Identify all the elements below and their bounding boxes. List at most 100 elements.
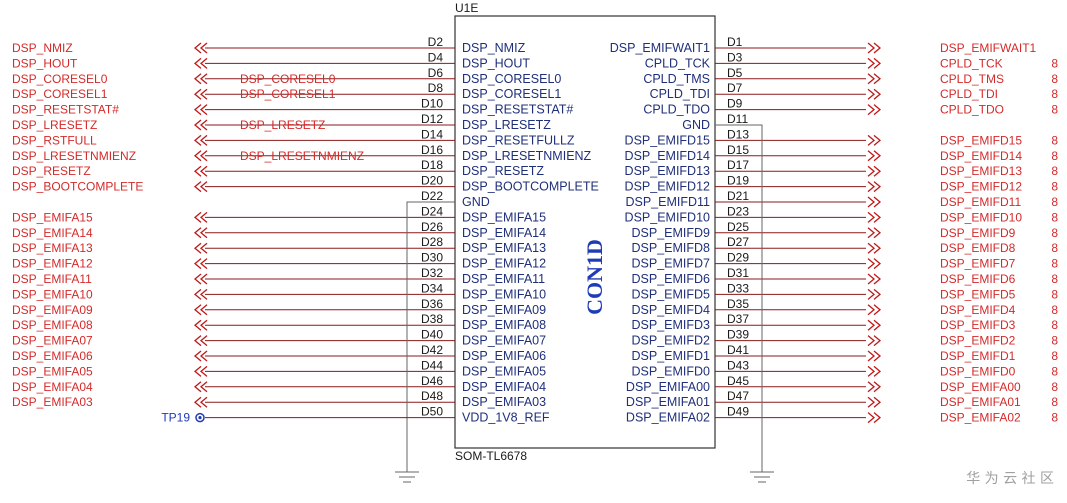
- offpage-connector: [867, 211, 882, 223]
- gnd-wire-left: [406, 201, 455, 472]
- net-label: DSP_EMIFA06: [12, 349, 93, 363]
- pin-number: D19: [727, 174, 749, 188]
- pin-number: D44: [421, 358, 443, 372]
- pin-name: DSP_EMIFA05: [462, 364, 546, 378]
- pin-number: D48: [421, 389, 443, 403]
- pin-number: D30: [421, 251, 443, 265]
- offpage-connector: [193, 73, 208, 85]
- pin-name: DSP_EMIFD3: [632, 318, 711, 332]
- net-label: DSP_EMIFD9: [940, 226, 1016, 240]
- sheet-ref: 8: [1051, 257, 1058, 271]
- pin-name: DSP_EMIFWAIT1: [610, 41, 710, 55]
- offpage-connector: [193, 134, 208, 146]
- offpage-connector: [193, 381, 208, 393]
- pin-number: D25: [727, 220, 749, 234]
- offpage-connector: [867, 73, 882, 85]
- offpage-connector: [193, 288, 208, 300]
- pin-name: DSP_EMIFD10: [625, 210, 710, 224]
- pin-number: D14: [421, 127, 443, 141]
- pin-number: D1: [727, 35, 743, 49]
- offpage-connector: [193, 42, 208, 54]
- net-label: DSP_EMIFD4: [940, 303, 1016, 317]
- pin-number: D11: [727, 112, 748, 126]
- pin-number: D18: [421, 158, 443, 172]
- net-label: DSP_EMIFA05: [12, 364, 93, 378]
- pin-number: D3: [727, 50, 743, 64]
- offpage-connector: [193, 396, 208, 408]
- pin-name: DSP_EMIFA14: [462, 226, 546, 240]
- net-label: DSP_EMIFA02: [940, 411, 1021, 425]
- net-alias-label: DSP_CORESEL0: [240, 72, 336, 86]
- net-label: DSP_EMIFD10: [940, 210, 1022, 224]
- offpage-connector: [193, 304, 208, 316]
- pin-number: D9: [727, 97, 743, 111]
- offpage-connector: [867, 288, 882, 300]
- offpage-connector: [193, 165, 208, 177]
- pin-number: D10: [421, 97, 443, 111]
- sheet-ref: 8: [1051, 380, 1058, 394]
- pin-number: D34: [421, 281, 443, 295]
- net-label: DSP_HOUT: [12, 56, 78, 70]
- sheet-ref: 8: [1051, 210, 1058, 224]
- net-label: DSP_EMIFA08: [12, 318, 93, 332]
- pin-number: D40: [421, 328, 443, 342]
- pin-name: DSP_CORESEL0: [462, 72, 561, 86]
- ground-symbol-left: [395, 471, 419, 483]
- net-label: DSP_EMIFA03: [12, 395, 93, 409]
- net-label: CPLD_TCK: [940, 56, 1003, 70]
- sheet-ref: 8: [1051, 395, 1058, 409]
- pin-name: DSP_EMIFA15: [462, 210, 546, 224]
- pin-name: VDD_1V8_REF: [462, 411, 550, 425]
- offpage-connector: [867, 181, 882, 193]
- offpage-connector: [193, 319, 208, 331]
- net-alias-label: DSP_LRESETZ: [240, 118, 325, 132]
- pin-number: D12: [421, 112, 443, 126]
- sheet-ref: 8: [1051, 164, 1058, 178]
- pin-name: DSP_EMIFD15: [625, 133, 710, 147]
- sheet-ref: 8: [1051, 133, 1058, 147]
- component-ref: U1E: [455, 1, 478, 15]
- pin-name: CPLD_TDI: [650, 87, 710, 101]
- pin-number: D2: [428, 35, 444, 49]
- pin-name: DSP_EMIFA07: [462, 334, 546, 348]
- pin-name: DSP_EMIFD4: [632, 303, 711, 317]
- net-label: DSP_CORESEL1: [12, 87, 108, 101]
- offpage-connector: [193, 350, 208, 362]
- pin-number: D35: [727, 297, 749, 311]
- sheet-ref: 8: [1051, 241, 1058, 255]
- offpage-connector: [193, 211, 208, 223]
- pin-name: DSP_RESETFULLZ: [462, 133, 575, 147]
- offpage-connector: [193, 119, 208, 131]
- net-label: CPLD_TMS: [940, 72, 1004, 86]
- net-label: DSP_NMIZ: [12, 41, 73, 55]
- offpage-connector: [867, 104, 882, 116]
- net-label: DSP_RESETSTAT#: [12, 103, 119, 117]
- offpage-connector: [867, 42, 882, 54]
- sheet-ref: 8: [1051, 195, 1058, 209]
- pin-name: DSP_EMIFD2: [632, 334, 711, 348]
- pin-name: DSP_EMIFA13: [462, 241, 546, 255]
- pin-name: DSP_EMIFA03: [462, 395, 546, 409]
- offpage-connector: [193, 365, 208, 377]
- net-label: DSP_EMIFA12: [12, 257, 93, 271]
- pin-name: GND: [462, 195, 490, 209]
- pin-name: DSP_EMIFD9: [632, 226, 711, 240]
- net-label: DSP_EMIFA09: [12, 303, 93, 317]
- offpage-connector: [193, 181, 208, 193]
- pin-number: D49: [727, 405, 749, 419]
- offpage-connector: [867, 304, 882, 316]
- pin-number: D28: [421, 235, 443, 249]
- offpage-connector: [867, 365, 882, 377]
- pin-name: DSP_EMIFD0: [632, 364, 711, 378]
- pin-number: D45: [727, 374, 749, 388]
- testpoint-label: TP19: [161, 411, 190, 425]
- pin-name: DSP_EMIFD14: [625, 149, 710, 163]
- net-label: DSP_CORESEL0: [12, 72, 108, 86]
- pin-name: DSP_CORESEL1: [462, 87, 561, 101]
- pin-number: D43: [727, 358, 749, 372]
- pin-name: DSP_EMIFD12: [625, 180, 710, 194]
- pin-number: D20: [421, 174, 443, 188]
- pin-name: DSP_EMIFD11: [625, 195, 710, 209]
- offpage-connector: [867, 57, 882, 69]
